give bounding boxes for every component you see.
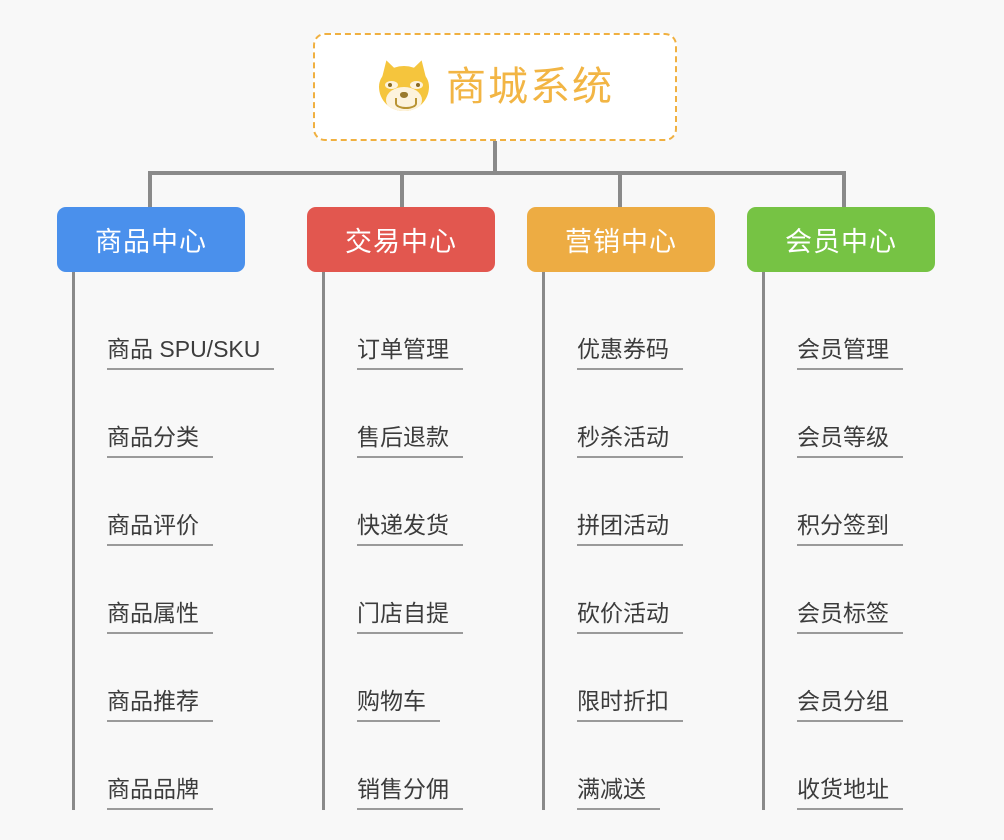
list-item[interactable]: 订单管理 bbox=[325, 282, 495, 370]
leaf-label: 商品品牌 bbox=[107, 776, 213, 810]
category-column-1: 商品中心 商品 SPU/SKU 商品分类 商品评价 商品属性 商品推荐 商品品牌 bbox=[57, 207, 275, 810]
list-item[interactable]: 商品评价 bbox=[75, 458, 274, 546]
list-item[interactable]: 商品 SPU/SKU bbox=[75, 282, 275, 370]
category-header-3[interactable]: 营销中心 bbox=[527, 207, 715, 272]
leaf-label: 拼团活动 bbox=[577, 512, 683, 546]
list-item[interactable]: 门店自提 bbox=[325, 546, 495, 634]
leaf-label: 限时折扣 bbox=[577, 688, 683, 722]
leaf-label: 秒杀活动 bbox=[577, 424, 683, 458]
list-item[interactable]: 快递发货 bbox=[325, 458, 495, 546]
leaf-label: 购物车 bbox=[357, 688, 440, 722]
connector-drop-1 bbox=[148, 171, 152, 209]
leaf-label: 优惠券码 bbox=[577, 336, 683, 370]
leaf-label: 销售分佣 bbox=[357, 776, 463, 810]
leaf-label: 会员等级 bbox=[797, 424, 903, 458]
leaf-label: 商品分类 bbox=[107, 424, 213, 458]
category-column-3: 营销中心 优惠券码 秒杀活动 拼团活动 砍价活动 限时折扣 满减送 bbox=[527, 207, 715, 810]
category-column-4: 会员中心 会员管理 会员等级 积分签到 会员标签 会员分组 收货地址 bbox=[747, 207, 935, 810]
leaf-list-4: 会员管理 会员等级 积分签到 会员标签 会员分组 收货地址 bbox=[762, 272, 935, 810]
category-header-1[interactable]: 商品中心 bbox=[57, 207, 245, 272]
list-item[interactable]: 积分签到 bbox=[765, 458, 935, 546]
list-item[interactable]: 会员分组 bbox=[765, 634, 935, 722]
category-column-2: 交易中心 订单管理 售后退款 快递发货 门店自提 购物车 销售分佣 bbox=[307, 207, 495, 810]
leaf-label: 会员分组 bbox=[797, 688, 903, 722]
leaf-list-3: 优惠券码 秒杀活动 拼团活动 砍价活动 限时折扣 满减送 bbox=[542, 272, 715, 810]
list-item[interactable]: 限时折扣 bbox=[545, 634, 715, 722]
list-item[interactable]: 售后退款 bbox=[325, 370, 495, 458]
leaf-label: 满减送 bbox=[577, 776, 660, 810]
leaf-label: 商品推荐 bbox=[107, 688, 213, 722]
leaf-label: 售后退款 bbox=[357, 424, 463, 458]
leaf-label: 砍价活动 bbox=[577, 600, 683, 634]
list-item[interactable]: 会员管理 bbox=[765, 282, 935, 370]
leaf-list-2: 订单管理 售后退款 快递发货 门店自提 购物车 销售分佣 bbox=[322, 272, 495, 810]
list-item[interactable]: 会员等级 bbox=[765, 370, 935, 458]
connector-drop-3 bbox=[618, 171, 622, 209]
connector-drop-2 bbox=[400, 171, 404, 209]
list-item[interactable]: 商品推荐 bbox=[75, 634, 274, 722]
list-item[interactable]: 满减送 bbox=[545, 722, 715, 810]
list-item[interactable]: 会员标签 bbox=[765, 546, 935, 634]
category-header-4[interactable]: 会员中心 bbox=[747, 207, 935, 272]
list-item[interactable]: 拼团活动 bbox=[545, 458, 715, 546]
leaf-label: 商品评价 bbox=[107, 512, 213, 546]
category-header-label: 会员中心 bbox=[785, 227, 897, 257]
leaf-label: 收货地址 bbox=[797, 776, 903, 810]
list-item[interactable]: 商品分类 bbox=[75, 370, 274, 458]
category-header-2[interactable]: 交易中心 bbox=[307, 207, 495, 272]
list-item[interactable]: 秒杀活动 bbox=[545, 370, 715, 458]
list-item[interactable]: 砍价活动 bbox=[545, 546, 715, 634]
list-item[interactable]: 购物车 bbox=[325, 634, 495, 722]
leaf-label: 会员管理 bbox=[797, 336, 903, 370]
list-item[interactable]: 商品属性 bbox=[75, 546, 274, 634]
category-header-label: 商品中心 bbox=[95, 227, 207, 257]
root-node-shop-system[interactable]: 商城系统 bbox=[313, 33, 677, 141]
connector-root-stem bbox=[493, 141, 497, 173]
leaf-label: 商品属性 bbox=[107, 600, 213, 634]
leaf-list-1: 商品 SPU/SKU 商品分类 商品评价 商品属性 商品推荐 商品品牌 bbox=[72, 272, 275, 810]
leaf-label: 会员标签 bbox=[797, 600, 903, 634]
list-item[interactable]: 收货地址 bbox=[765, 722, 935, 810]
list-item[interactable]: 优惠券码 bbox=[545, 282, 715, 370]
category-header-label: 交易中心 bbox=[345, 227, 457, 257]
category-header-label: 营销中心 bbox=[565, 227, 677, 257]
list-item[interactable]: 商品品牌 bbox=[75, 722, 274, 810]
dog-face-icon bbox=[375, 57, 433, 115]
leaf-label: 商品 SPU/SKU bbox=[107, 336, 275, 370]
leaf-label: 积分签到 bbox=[797, 512, 903, 546]
connector-drop-4 bbox=[842, 171, 846, 209]
connector-horizontal-bus bbox=[148, 171, 846, 175]
leaf-label: 快递发货 bbox=[357, 512, 463, 546]
root-title: 商城系统 bbox=[446, 65, 614, 109]
list-item[interactable]: 销售分佣 bbox=[325, 722, 495, 810]
leaf-label: 门店自提 bbox=[357, 600, 463, 634]
leaf-label: 订单管理 bbox=[357, 336, 463, 370]
